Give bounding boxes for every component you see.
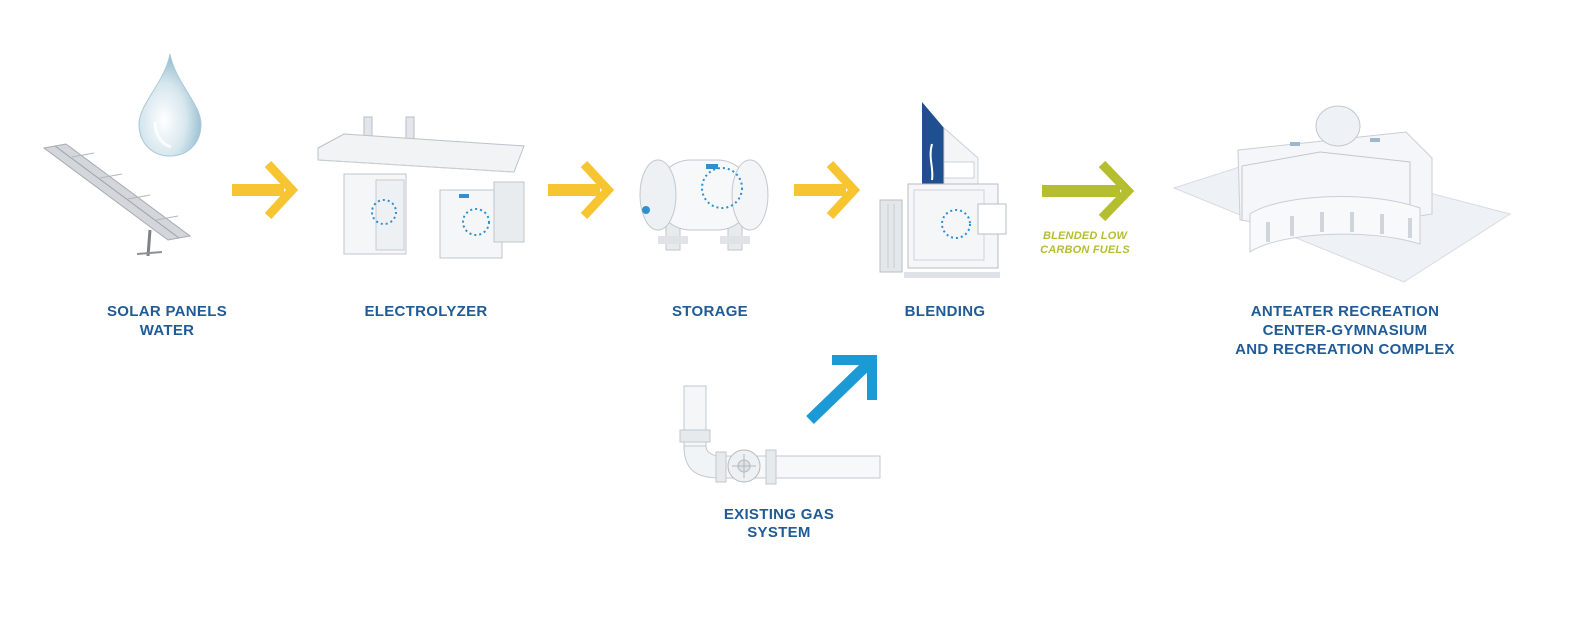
label-solar-line2: WATER: [139, 322, 195, 339]
flow-arrow-1: [232, 160, 299, 220]
label-storage: STORAGE: [671, 303, 748, 320]
solar-panel-icon: [42, 143, 192, 257]
flow-arrow-blue: [806, 355, 877, 424]
electrolyzer-icon: [317, 116, 525, 259]
label-solar-line1: SOLAR PANELS: [107, 303, 227, 320]
label-gas-line1: EXISTING GAS: [723, 506, 835, 523]
label-arc-line3: AND RECREATION COMPLEX: [1235, 341, 1455, 358]
label-arc-line2: CENTER-GYMNASIUM: [1262, 322, 1428, 339]
water-drop-icon: [138, 53, 202, 157]
flow-arrow-3: [794, 160, 861, 220]
label-blending: BLENDING: [904, 303, 986, 320]
label-electrolyzer: ELECTROLYZER: [364, 303, 488, 320]
flow-note-line2: CARBON FUELS: [1040, 244, 1130, 256]
gas-pipe-icon: [679, 385, 881, 485]
flow-arrow-green: [1042, 160, 1135, 222]
storage-tank-icon: [639, 159, 769, 251]
label-arc-line1: ANTEATER RECREATION: [1250, 303, 1440, 320]
label-existing-gas-system: EXISTING GAS SYSTEM: [704, 506, 854, 542]
label-solar-panels-water: SOLAR PANELS WATER: [92, 302, 242, 340]
label-gas-line2: SYSTEM: [747, 524, 811, 541]
blending-unit-icon: [879, 102, 1007, 278]
flow-note-line1: BLENDED LOW: [1042, 230, 1128, 242]
flow-arrow-2: [548, 160, 615, 220]
label-recreation-complex: ANTEATER RECREATION CENTER-GYMNASIUM AND…: [1214, 302, 1476, 359]
recreation-complex-icon: [1172, 105, 1512, 283]
flow-note-blended-low-carbon: BLENDED LOW CARBON FUELS: [1030, 229, 1140, 257]
